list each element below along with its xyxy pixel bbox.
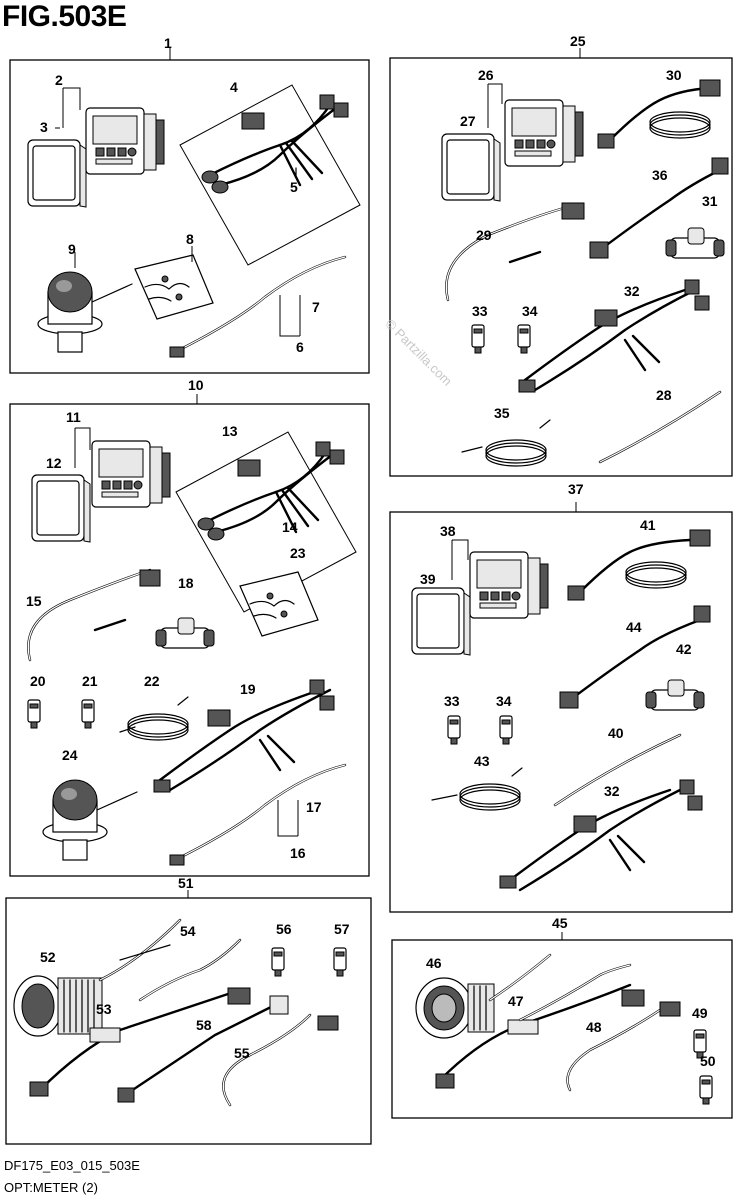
callout: 55 — [234, 1045, 250, 1061]
diagram-code: DF175_E03_015_503E — [4, 1158, 140, 1173]
callout: 50 — [700, 1053, 716, 1069]
callout: 5 — [290, 179, 298, 195]
callout: 2 — [55, 72, 63, 88]
figure-title: FIG.503E — [2, 0, 127, 33]
callout: 13 — [222, 423, 238, 439]
callout: 44 — [626, 619, 642, 635]
callout-labels: 1 2 3 4 5 6 7 8 9 10 11 12 13 14 15 16 1… — [26, 33, 718, 1069]
callout: 33 — [472, 303, 488, 319]
callout: 33 — [444, 693, 460, 709]
callout: 3 — [40, 119, 48, 135]
group-box-37 — [389, 511, 733, 913]
callout: 54 — [180, 923, 196, 939]
callout: 39 — [420, 571, 436, 587]
callout: 4 — [230, 79, 238, 95]
callout: 51 — [178, 875, 194, 891]
callout: 52 — [40, 949, 56, 965]
callout: 37 — [568, 481, 584, 497]
callout: 40 — [608, 725, 624, 741]
callout: 14 — [282, 519, 298, 535]
callout: 58 — [196, 1017, 212, 1033]
callout: 46 — [426, 955, 442, 971]
callout: 11 — [66, 409, 81, 425]
callout: 7 — [312, 299, 320, 315]
callout: 21 — [82, 673, 98, 689]
callout: 10 — [188, 377, 204, 393]
callout: 18 — [178, 575, 194, 591]
group-box-10 — [9, 403, 370, 877]
callout: 20 — [30, 673, 46, 689]
diagram-caption: OPT:METER (2) — [4, 1180, 98, 1195]
callout: 34 — [496, 693, 512, 709]
callout: 49 — [692, 1005, 708, 1021]
callout: 16 — [290, 845, 306, 861]
callout: 26 — [478, 67, 494, 83]
callout: 15 — [26, 593, 42, 609]
callout: 32 — [604, 783, 620, 799]
callout: 43 — [474, 753, 490, 769]
callout: 1 — [164, 35, 172, 51]
callout: 19 — [240, 681, 256, 697]
callout: 34 — [522, 303, 538, 319]
callout: 47 — [508, 993, 524, 1009]
callout: 57 — [334, 921, 350, 937]
callout: 48 — [586, 1019, 602, 1035]
callout: 9 — [68, 241, 76, 257]
group-box-25 — [389, 57, 733, 477]
callout: 29 — [476, 227, 492, 243]
callout: 22 — [144, 673, 160, 689]
callout: 36 — [652, 167, 668, 183]
callout: 38 — [440, 523, 456, 539]
callout: 32 — [624, 283, 640, 299]
callout: 6 — [296, 339, 304, 355]
callout: 42 — [676, 641, 692, 657]
group-box-1 — [9, 59, 370, 374]
callout: 30 — [666, 67, 682, 83]
callout: 12 — [46, 455, 62, 471]
callout: 25 — [570, 33, 586, 49]
callout: 35 — [494, 405, 510, 421]
callout: 27 — [460, 113, 476, 129]
callout: 17 — [306, 799, 322, 815]
callout: 31 — [702, 193, 718, 209]
callout: 24 — [62, 747, 78, 763]
callout: 8 — [186, 231, 194, 247]
callout: 28 — [656, 387, 672, 403]
callout: 56 — [276, 921, 292, 937]
callout: 23 — [290, 545, 306, 561]
callout: 53 — [96, 1001, 112, 1017]
callout: 41 — [640, 517, 656, 533]
callout: 45 — [552, 915, 568, 931]
watermark: © Partzilla.com — [383, 316, 456, 389]
